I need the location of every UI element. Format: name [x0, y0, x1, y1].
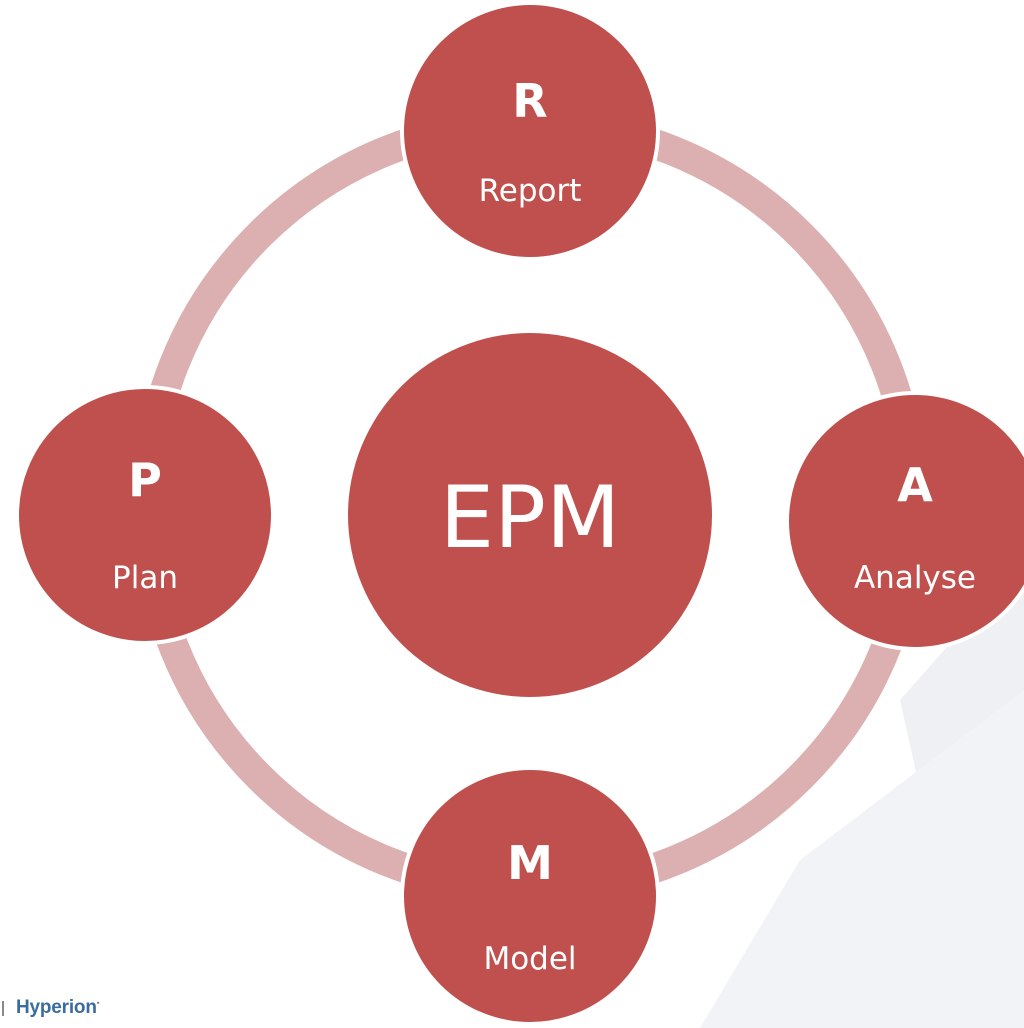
brand-name-text: Hyperion	[16, 997, 97, 1018]
logo-divider	[2, 1000, 4, 1016]
node-analyse-letter: A	[897, 458, 933, 512]
hyperion-logo: Hyperion•	[0, 996, 100, 1020]
node-model: M Model	[400, 766, 660, 1026]
node-report: R Report	[400, 1, 660, 261]
node-analyse-label: Analyse	[854, 560, 976, 596]
node-report-label: Report	[479, 173, 582, 209]
node-plan-letter: P	[128, 453, 162, 507]
node-report-letter: R	[512, 74, 547, 128]
node-analyse: A Analyse	[785, 391, 1024, 651]
brand-name: Hyperion•	[16, 997, 100, 1019]
node-model-label: Model	[483, 941, 576, 977]
center-node: EPM	[348, 333, 712, 697]
node-model-letter: M	[507, 836, 553, 890]
node-plan-label: Plan	[112, 560, 178, 596]
center-node-label: EPM	[440, 468, 620, 568]
node-plan: P Plan	[15, 385, 275, 645]
trademark-mark: •	[96, 998, 100, 1008]
background-decoration	[700, 560, 1024, 1028]
